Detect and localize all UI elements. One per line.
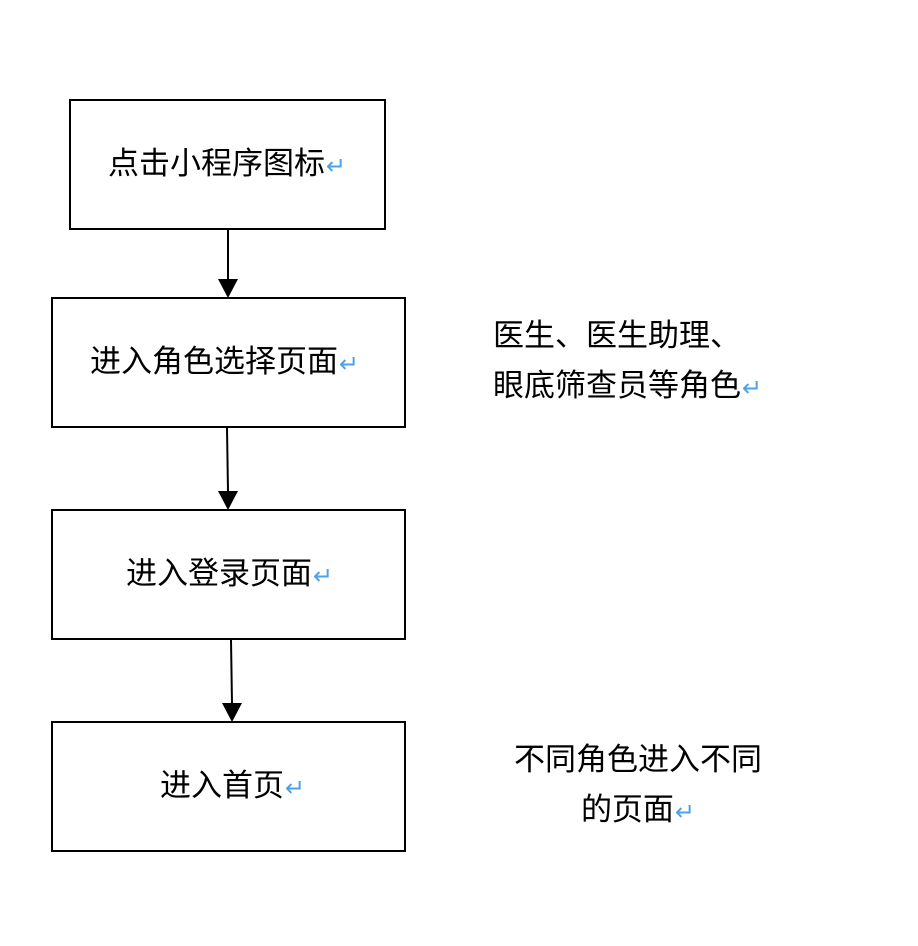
note-roles: 医生、医生助理、 眼底筛查员等角色↵ bbox=[493, 311, 762, 413]
note-roles-line2: 眼底筛查员等角色↵ bbox=[493, 361, 762, 413]
paragraph-mark-icon: ↵ bbox=[674, 798, 696, 826]
paragraph-mark-icon: ↵ bbox=[339, 350, 360, 378]
step-box-role-selection bbox=[51, 297, 406, 428]
step-box-login bbox=[51, 509, 406, 640]
arrow-line-3 bbox=[230, 639, 233, 705]
note-pages: 不同角色进入不同 的页面↵ bbox=[502, 735, 774, 837]
step-box-open-miniprogram bbox=[69, 99, 386, 230]
arrow-head-3 bbox=[222, 703, 242, 722]
step-text: 进入角色选择页面 bbox=[90, 344, 338, 380]
step-text: 进入首页 bbox=[160, 768, 284, 804]
note-pages-line2: 的页面↵ bbox=[502, 785, 774, 837]
note-roles-line2-text: 眼底筛查员等角色 bbox=[493, 368, 741, 404]
paragraph-mark-icon: ↵ bbox=[285, 774, 306, 802]
step-label-login: 进入登录页面↵ bbox=[126, 556, 333, 594]
arrow-head-2 bbox=[218, 491, 238, 510]
paragraph-mark-icon: ↵ bbox=[742, 374, 763, 402]
arrow-line-2 bbox=[226, 427, 229, 493]
step-text: 进入登录页面 bbox=[126, 556, 312, 592]
paragraph-mark-icon: ↵ bbox=[326, 152, 347, 180]
note-roles-line1: 医生、医生助理、 bbox=[493, 318, 741, 354]
step-label-role-selection: 进入角色选择页面↵ bbox=[90, 344, 359, 382]
note-pages-line2-text: 的页面 bbox=[580, 792, 674, 828]
step-label-home: 进入首页↵ bbox=[160, 768, 305, 806]
note-pages-line1: 不同角色进入不同 bbox=[514, 742, 762, 778]
step-label-open-miniprogram: 点击小程序图标↵ bbox=[108, 146, 346, 184]
paragraph-mark-icon: ↵ bbox=[313, 562, 334, 590]
step-text: 点击小程序图标 bbox=[108, 146, 325, 182]
step-box-home bbox=[51, 721, 406, 852]
arrow-head-1 bbox=[218, 279, 238, 298]
